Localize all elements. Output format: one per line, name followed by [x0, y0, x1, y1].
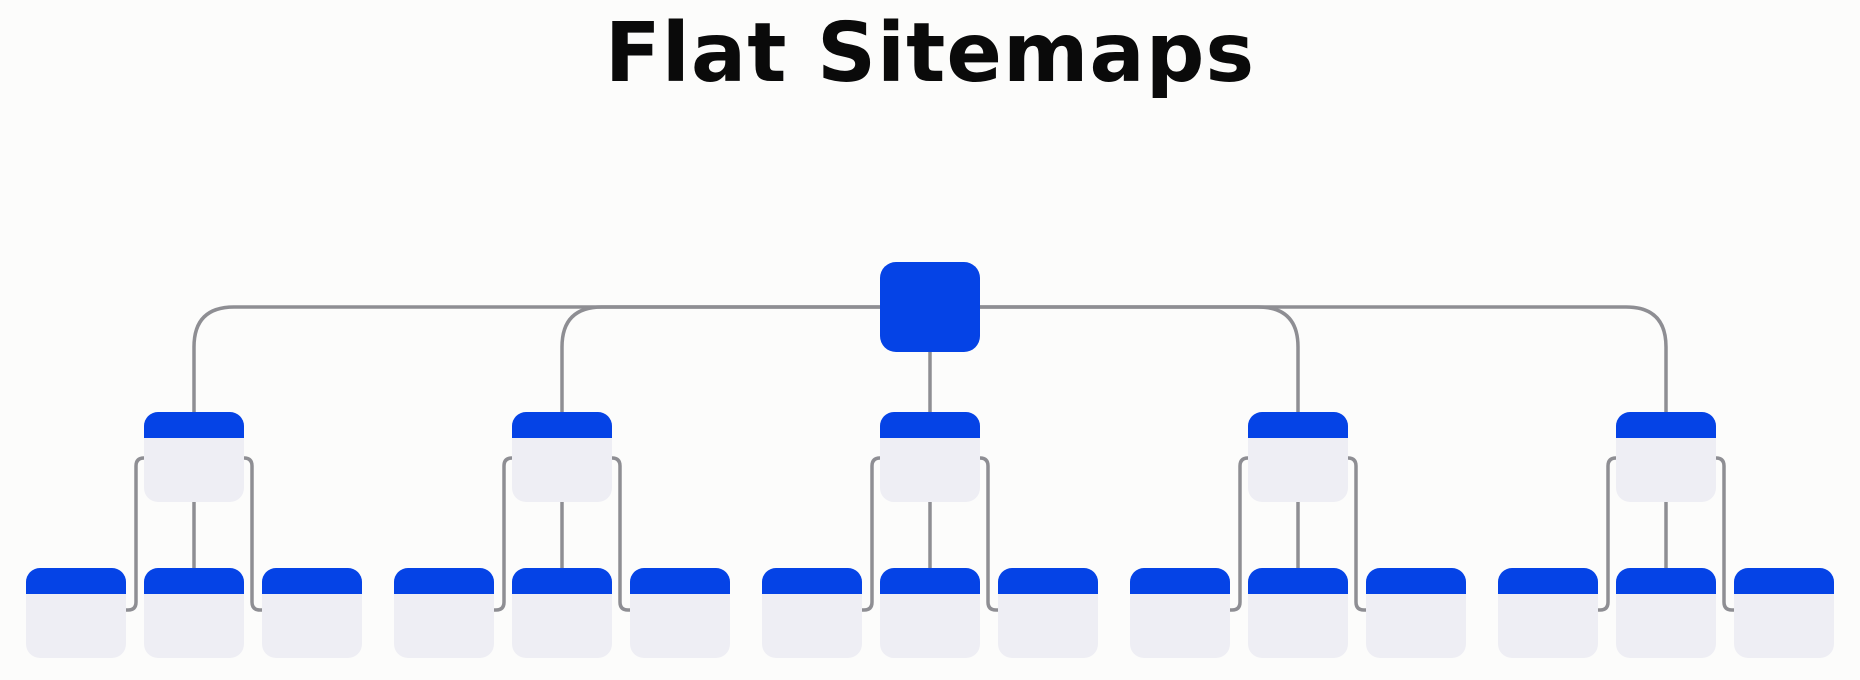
node-header-bar	[144, 412, 244, 438]
node-header-bar	[394, 568, 494, 594]
page-node-page-1-3	[262, 568, 362, 658]
section-to-page-connector	[610, 456, 632, 612]
node-header-bar	[1130, 568, 1230, 594]
page-node-page-3-1	[762, 568, 862, 658]
section-to-page-connector	[1714, 456, 1736, 612]
page-node-page-3-2	[880, 568, 980, 658]
section-node-section-1	[144, 412, 244, 502]
node-header-bar	[26, 568, 126, 594]
section-to-page-connector	[978, 456, 1000, 612]
section-node-section-2	[512, 412, 612, 502]
root-to-section-connector	[978, 305, 1668, 414]
node-header-bar	[1616, 412, 1716, 438]
page-node-page-3-3	[998, 568, 1098, 658]
page-node-page-1-2	[144, 568, 244, 658]
section-to-page-connector	[124, 456, 146, 612]
node-header-bar	[1248, 412, 1348, 438]
node-header-bar	[762, 568, 862, 594]
section-to-page-connector	[242, 456, 264, 612]
page-title: Flat Sitemaps	[604, 6, 1256, 101]
node-header-bar	[1248, 568, 1348, 594]
connector-lines	[124, 305, 1736, 612]
page-node-page-5-1	[1498, 568, 1598, 658]
node-header-bar	[1366, 568, 1466, 594]
node-header-bar	[1498, 568, 1598, 594]
root-to-section-connector	[192, 305, 882, 414]
node-header-bar	[1734, 568, 1834, 594]
section-node-section-3	[880, 412, 980, 502]
page-node-page-4-3	[1366, 568, 1466, 658]
node-header-bar	[630, 568, 730, 594]
page-node-page-2-1	[394, 568, 494, 658]
section-node-section-4	[1248, 412, 1348, 502]
node-header-bar	[998, 568, 1098, 594]
page-node-page-4-2	[1248, 568, 1348, 658]
root-to-section-connector	[560, 305, 882, 414]
section-to-page-connector	[1346, 456, 1368, 612]
page-node-page-5-3	[1734, 568, 1834, 658]
section-to-page-connector	[860, 456, 882, 612]
node-header-bar	[144, 568, 244, 594]
root-to-section-connector	[978, 305, 1300, 414]
section-node-section-5	[1616, 412, 1716, 502]
page-node-page-1-1	[26, 568, 126, 658]
section-to-page-connector	[1596, 456, 1618, 612]
sitemap-nodes	[26, 262, 1834, 658]
node-header-bar	[512, 568, 612, 594]
page-node-page-4-1	[1130, 568, 1230, 658]
page-node-page-2-3	[630, 568, 730, 658]
node-header-bar	[880, 568, 980, 594]
section-to-page-connector	[492, 456, 514, 612]
node-header-bar	[1616, 568, 1716, 594]
section-to-page-connector	[1228, 456, 1250, 612]
root-node-home-page	[880, 262, 980, 352]
node-header-bar	[512, 412, 612, 438]
page-node-page-5-2	[1616, 568, 1716, 658]
node-header-bar	[880, 412, 980, 438]
node-header-bar	[262, 568, 362, 594]
page-node-page-2-2	[512, 568, 612, 658]
